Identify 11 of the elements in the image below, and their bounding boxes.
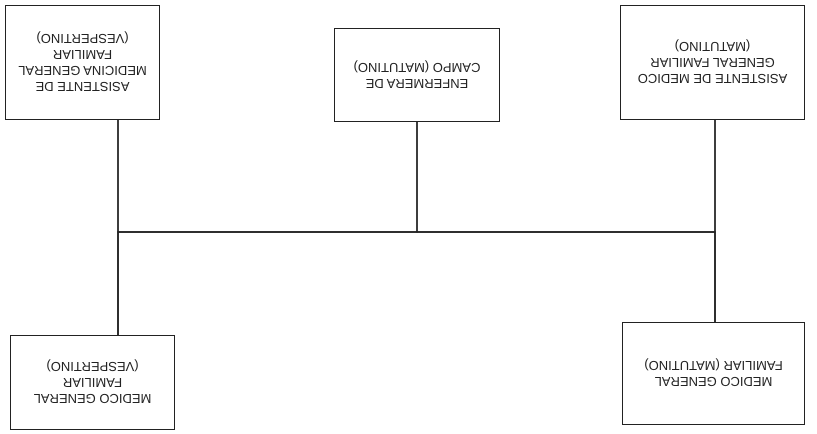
role-label: MEDICO GENERAL FAMILIAR (MATUTINO)	[643, 358, 784, 390]
role-box	[5, 5, 160, 120]
role-box	[334, 28, 500, 122]
role-label: ASISTENTE DE MEDICINA GENERAL FAMILIAR (VESPERTINO)	[17, 30, 148, 94]
connector-line	[117, 120, 119, 335]
role-box	[10, 335, 175, 430]
role-label: MEDICO GENERAL FAMILIAR (VESPERTINO)	[32, 358, 152, 406]
role-label: ASISTENTE DE MEDICO GENERAL FAMILIAR (MATUTINO)	[636, 38, 788, 86]
role-label: ENFERMERA DE CAMPO (MATUTINO)	[352, 59, 482, 91]
role-box	[622, 322, 805, 425]
role-box	[620, 5, 805, 120]
